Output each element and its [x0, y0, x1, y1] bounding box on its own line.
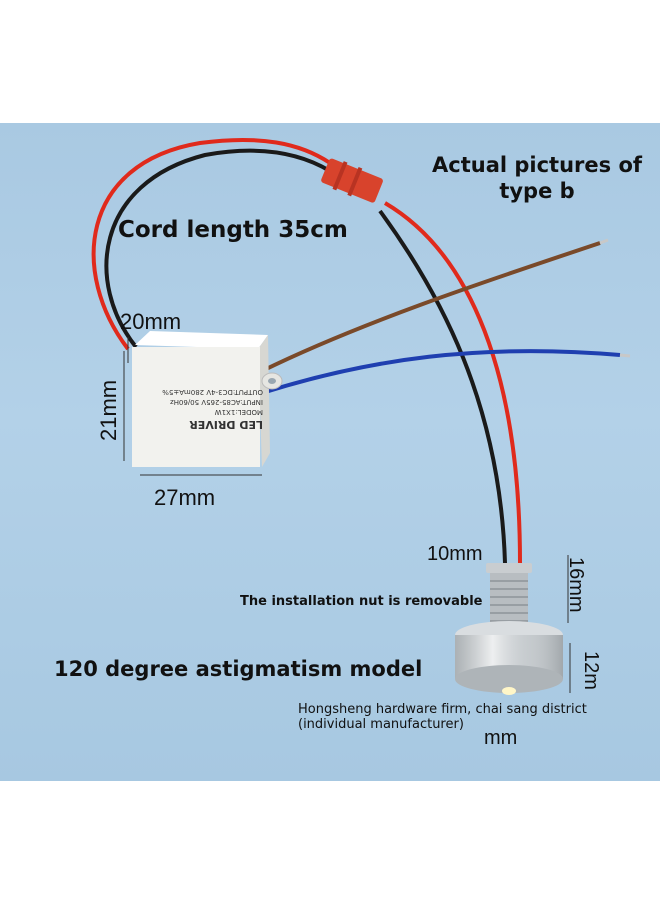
driver-label-line1: LED DRIVER [189, 418, 263, 431]
wire-black-loop [104, 148, 332, 349]
wire-connector [321, 158, 383, 203]
driver-height-label: 21mm [96, 379, 121, 441]
led-driver-box [132, 331, 283, 467]
manufacturer-note: Hongsheng hardware firm, chai sang distr… [298, 702, 587, 732]
manufacturer-line2: (individual manufacturer) [298, 717, 464, 732]
product-photo: LED DRIVER MODEL:1X1W INPUT:AC85-265V 50… [0, 123, 660, 781]
driver-width-label: 27mm [154, 485, 216, 510]
driver-depth-label: 20mm [120, 309, 182, 334]
driver-label-line3: INPUT:AC85-265V 50/60Hz [170, 398, 263, 406]
wire-blue [261, 349, 621, 395]
photo-title-line1: Actual pictures of [432, 153, 643, 177]
driver-label-line4: OUTPUT:DC3-4V 280mA±5% [162, 388, 263, 396]
wire-brown [261, 241, 601, 373]
thread-length-label: 16mm [565, 557, 587, 613]
lamp-height-suffix: mm [484, 727, 518, 749]
nut-note: The installation nut is removable [240, 594, 483, 609]
model-note: 120 degree astigmatism model [54, 657, 423, 681]
nut-width-label: 10mm [427, 543, 483, 565]
wire-red-lamp [383, 201, 522, 564]
driver-label: LED DRIVER MODEL:1X1W INPUT:AC85-265V 50… [143, 331, 263, 431]
product-scene [91, 137, 631, 695]
cord-length-caption: Cord length 35cm [118, 217, 348, 243]
wire-red-loop [91, 137, 332, 351]
wire-black-lamp [378, 209, 507, 564]
photo-title: Actual pictures of type b [432, 152, 642, 204]
led-lamp [455, 563, 563, 695]
photo-title-line2: type b [499, 179, 575, 203]
lamp-height-label: 12m [580, 651, 602, 690]
manufacturer-line1: Hongsheng hardware firm, chai sang distr… [298, 702, 587, 717]
driver-label-line2: MODEL:1X1W [214, 408, 263, 416]
